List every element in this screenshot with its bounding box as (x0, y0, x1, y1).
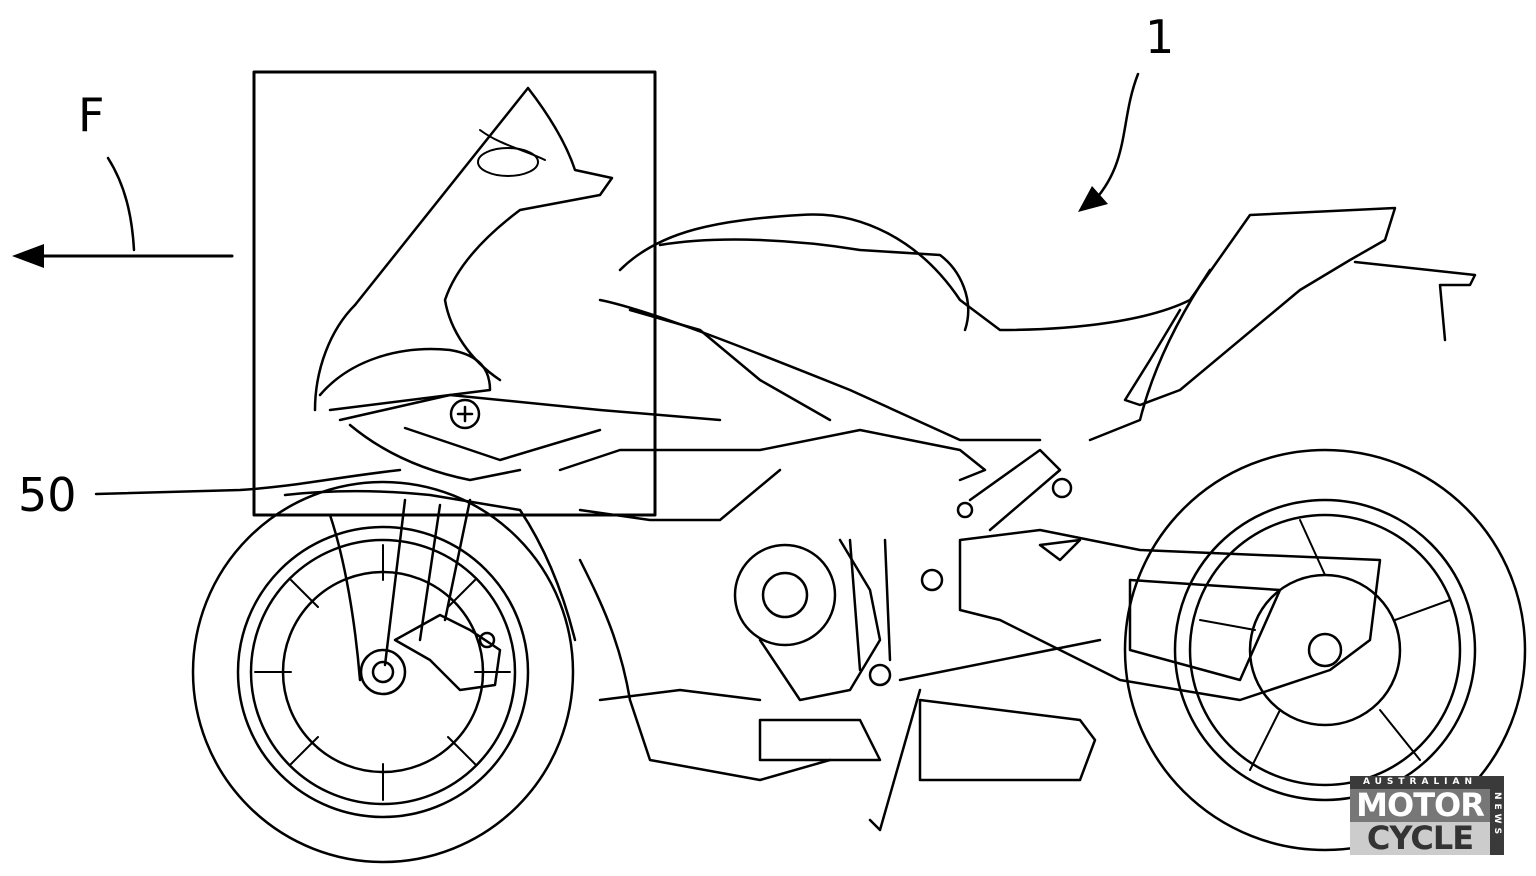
logo-top-text: AUSTRALIAN (1350, 776, 1490, 789)
detail-box (252, 70, 657, 517)
logo-side-text: NEWS (1490, 776, 1504, 855)
reference-label-direction: F (78, 88, 105, 142)
rear-wheel (1123, 448, 1527, 852)
australian-motorcycle-news-logo: AUSTRALIAN MOTOR CYCLE NEWS (1350, 776, 1510, 856)
logo-motor-text: MOTOR (1350, 789, 1490, 822)
logo-cycle-text: CYCLE (1350, 822, 1490, 855)
front-fork (283, 490, 577, 692)
reference-label-vehicle: 1 (1145, 10, 1175, 64)
bodywork (598, 206, 1477, 442)
front-fairing (313, 86, 722, 482)
leader-vehicle (1078, 72, 1140, 212)
forward-arrow (12, 156, 234, 268)
leader-component (94, 468, 402, 496)
engine-frame (558, 428, 1102, 832)
swingarm (956, 448, 1382, 702)
front-wheel (191, 480, 575, 864)
reference-label-component: 50 (18, 468, 77, 522)
